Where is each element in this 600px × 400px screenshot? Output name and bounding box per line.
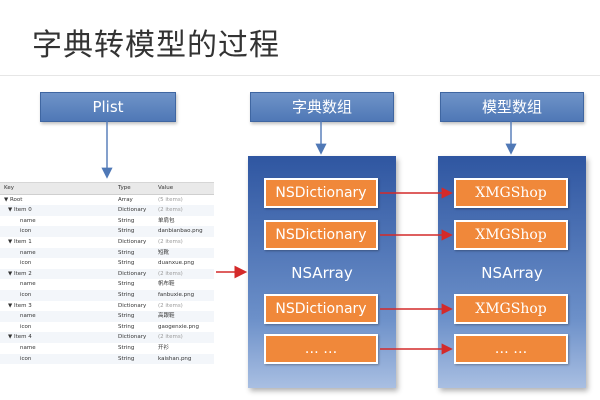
dict-array-label: NSArray — [291, 264, 353, 282]
plist-value-cell: 单肩包 — [158, 217, 175, 224]
plist-value-cell: fanbuxie.png — [158, 291, 195, 298]
plist-type-cell: String — [118, 249, 135, 256]
plist-type-cell: String — [118, 217, 135, 224]
plist-key-cell: name — [20, 313, 36, 320]
plist-type-cell: Dictionary — [118, 334, 147, 341]
plist-key-cell: name — [20, 217, 36, 224]
plist-type-cell: String — [118, 323, 135, 330]
model-array-panel: XMGShop XMGShop NSArray XMGShop … … — [438, 156, 586, 388]
dict-array-panel: NSDictionary NSDictionary NSArray NSDict… — [248, 156, 396, 388]
plist-key-cell: ▼ Item 0 — [8, 207, 32, 214]
plist-value-cell: (2 items) — [158, 238, 183, 245]
table-row: name String 开衫 — [0, 343, 214, 354]
dict-item-3: NSDictionary — [264, 294, 378, 324]
model-item-1: XMGShop — [454, 178, 568, 208]
plist-type-cell: String — [118, 228, 135, 235]
plist-key-cell: icon — [20, 355, 32, 362]
plist-key-cell: icon — [20, 228, 32, 235]
plist-header-row: Key Type Value — [0, 183, 214, 195]
plist-type-cell: String — [118, 313, 135, 320]
column-header-key: Key — [4, 185, 14, 191]
table-row: ▼ Item 0 Dictionary (2 items) — [0, 205, 214, 216]
plist-key-cell: name — [20, 249, 36, 256]
plist-value-cell: (2 items) — [158, 207, 183, 214]
plist-value-cell: (5 items) — [158, 196, 183, 203]
plist-value-cell: (2 items) — [158, 270, 183, 277]
plist-value-cell: 短靴 — [158, 249, 170, 256]
dict-item-more: … … — [264, 334, 378, 364]
plist-type-cell: Dictionary — [118, 207, 147, 214]
table-row: ▼ Item 4 Dictionary (2 items) — [0, 332, 214, 343]
plist-key-cell: name — [20, 344, 36, 351]
model-item-more: … … — [454, 334, 568, 364]
plist-key-cell: name — [20, 281, 36, 288]
plist-key-cell: ▼ Root — [4, 196, 23, 203]
plist-value-cell: duanxue.png — [158, 260, 195, 267]
table-row: icon String kaishan.png — [0, 353, 214, 365]
table-row: icon String fanbuxie.png — [0, 289, 214, 301]
plist-table: Key Type Value ▼ Root Array (5 items) ▼ Ite… — [0, 182, 214, 371]
model-array-label: NSArray — [481, 264, 543, 282]
column-header-value: Value — [158, 185, 174, 191]
plist-key-cell: icon — [20, 291, 32, 298]
model-item-3: XMGShop — [454, 294, 568, 324]
table-row: ▼ Item 1 Dictionary (2 items) — [0, 237, 214, 248]
plist-type-cell: String — [118, 281, 135, 288]
plist-value-cell: gaogenxie.png — [158, 323, 199, 330]
plist-value-cell: danbianbao.png — [158, 228, 203, 235]
model-item-2: XMGShop — [454, 220, 568, 250]
plist-key-cell: ▼ Item 2 — [8, 270, 32, 277]
table-row: name String 单肩包 — [0, 216, 214, 227]
plist-key-cell: icon — [20, 323, 32, 330]
table-row: icon String gaogenxie.png — [0, 322, 214, 333]
plist-key-cell: icon — [20, 260, 32, 267]
plist-type-cell: Dictionary — [118, 270, 147, 277]
plist-type-cell: String — [118, 344, 135, 351]
dict-item-1: NSDictionary — [264, 178, 378, 208]
plist-header: Plist — [40, 92, 176, 122]
plist-type-cell: String — [118, 260, 135, 267]
table-row: ▼ Root Array (5 items) — [0, 195, 214, 206]
plist-type-cell: Dictionary — [118, 238, 147, 245]
title-divider — [0, 75, 600, 76]
table-row: ▼ Item 2 Dictionary (2 items) — [0, 268, 214, 280]
table-row: name String 帆布鞋 — [0, 279, 214, 290]
column-header-type: Type — [118, 185, 131, 191]
plist-key-cell: ▼ Item 4 — [8, 334, 32, 341]
plist-key-cell: ▼ Item 1 — [8, 238, 32, 245]
plist-value-cell: 帆布鞋 — [158, 281, 175, 288]
table-row: icon String duanxue.png — [0, 258, 214, 269]
plist-value-cell: (2 items) — [158, 302, 183, 309]
plist-type-cell: Array — [118, 196, 133, 203]
table-row: name String 短靴 — [0, 247, 214, 259]
plist-type-cell: String — [118, 291, 135, 298]
slide-title: 字典转模型的过程 — [32, 28, 280, 63]
table-row: name String 高跟鞋 — [0, 311, 214, 322]
plist-value-cell: kaishan.png — [158, 355, 192, 362]
plist-value-cell: 开衫 — [158, 344, 170, 351]
plist-type-cell: Dictionary — [118, 302, 147, 309]
dict-item-2: NSDictionary — [264, 220, 378, 250]
plist-value-cell: (2 items) — [158, 334, 183, 341]
model-array-header: 模型数组 — [440, 92, 584, 122]
plist-value-cell: 高跟鞋 — [158, 313, 175, 320]
plist-key-cell: ▼ Item 3 — [8, 302, 32, 309]
dict-array-header: 字典数组 — [250, 92, 394, 122]
table-row: ▼ Item 3 Dictionary (2 items) — [0, 301, 214, 312]
plist-type-cell: String — [118, 355, 135, 362]
table-row: icon String danbianbao.png — [0, 226, 214, 237]
